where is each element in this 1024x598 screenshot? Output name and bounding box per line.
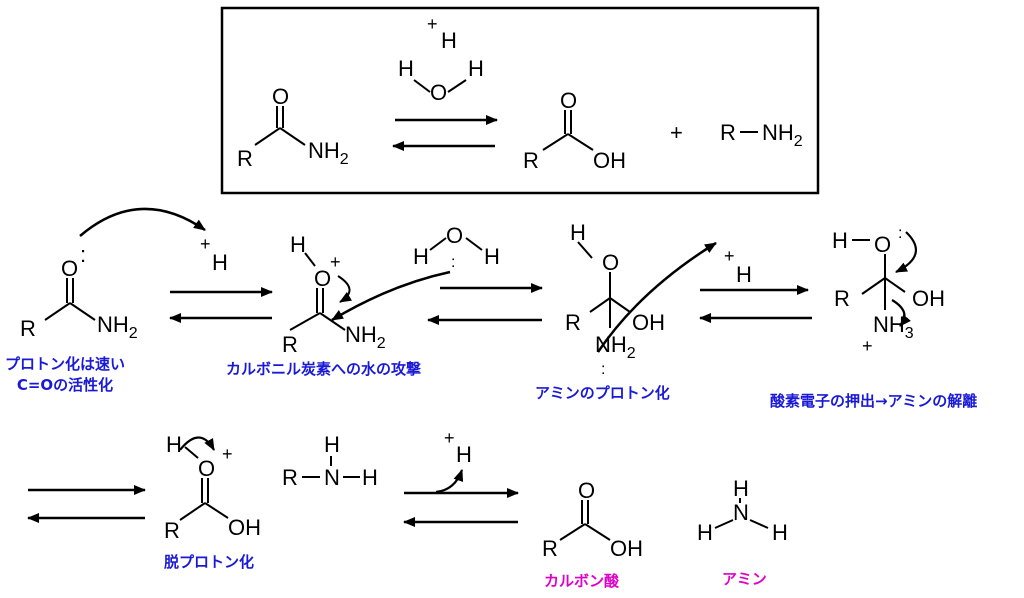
water-o: O bbox=[430, 80, 447, 105]
m1-lone-pair: : bbox=[80, 242, 86, 267]
acid-oh: OH bbox=[593, 148, 626, 173]
m5-deprotonation-arrow bbox=[179, 436, 215, 451]
m3-proton-h: H bbox=[736, 262, 752, 287]
m1-proton-plus: + bbox=[200, 234, 211, 254]
m2-nh2: NH2 bbox=[345, 322, 386, 352]
m3-proton-plus: + bbox=[724, 246, 735, 266]
m4-push-arrow bbox=[895, 231, 917, 273]
reagent-proton-plus: + bbox=[427, 14, 438, 34]
m5-h: H bbox=[166, 432, 182, 457]
m5-amine-n: N bbox=[324, 465, 340, 490]
m5-amine-h-top: H bbox=[324, 432, 340, 457]
m5-amine-h-right: H bbox=[362, 465, 378, 490]
m7-h-left: H bbox=[697, 520, 713, 545]
m4-plus: + bbox=[862, 336, 873, 356]
amide-o: O bbox=[272, 84, 289, 109]
m1-curved-arrow bbox=[79, 207, 206, 237]
amine-nh2: NH2 bbox=[762, 120, 803, 150]
m2-r: R bbox=[282, 332, 298, 357]
m6-proton-plus: + bbox=[444, 428, 455, 448]
m5-o: O bbox=[198, 456, 215, 481]
label-protonation: プロトン化は速い C=Oの活性化 bbox=[4, 355, 125, 394]
m6-o: O bbox=[578, 478, 595, 503]
m1-r: R bbox=[20, 316, 36, 341]
m4-nh3: NH3 bbox=[873, 312, 914, 342]
water-h-left: H bbox=[398, 56, 414, 81]
eq-arrows-5 bbox=[403, 488, 519, 527]
m4-lone-pair: : bbox=[898, 225, 902, 242]
label-elimination: 酸素電子の押出→アミンの解離 bbox=[770, 392, 978, 410]
m5-amine-r: R bbox=[282, 465, 298, 490]
water-h1: H bbox=[413, 244, 429, 269]
m6-proton-h: H bbox=[456, 442, 472, 467]
amide-r: R bbox=[237, 146, 253, 171]
m3-lone-pair: : bbox=[601, 361, 605, 378]
water-lone-pair: : bbox=[451, 254, 455, 271]
m3-oh: OH bbox=[632, 310, 665, 335]
eq-arrows-2 bbox=[427, 283, 543, 325]
eq-arrows-1 bbox=[169, 287, 273, 323]
water-o-attack: O bbox=[446, 223, 463, 248]
m7-h-right: H bbox=[772, 520, 788, 545]
eq-arrows-4 bbox=[27, 485, 146, 523]
amide-nh2: NH2 bbox=[308, 138, 349, 168]
m2-o-plus: + bbox=[330, 252, 341, 272]
label-water-attack: カルボニル炭素への水の攻撃 bbox=[226, 360, 422, 378]
overview-equilibrium-arrows bbox=[392, 115, 498, 151]
m3-o: O bbox=[602, 250, 619, 275]
label-deprotonation: 脱プロトン化 bbox=[164, 553, 255, 571]
eq-arrows-3 bbox=[699, 285, 812, 323]
m3-r: R bbox=[565, 310, 581, 335]
m1-nh2: NH2 bbox=[97, 312, 138, 342]
amide-reactant bbox=[254, 106, 306, 146]
m3-amine-proton-arrow bbox=[596, 241, 717, 353]
amine-r: R bbox=[720, 120, 736, 145]
acid-r: R bbox=[523, 148, 539, 173]
m7-n: N bbox=[733, 500, 749, 525]
m6-proton-arrow bbox=[435, 469, 464, 494]
m5-r: R bbox=[164, 518, 180, 543]
m4-r: R bbox=[834, 286, 850, 311]
m3-h: H bbox=[570, 220, 586, 245]
m6-oh: OH bbox=[610, 536, 643, 561]
m5-plus: + bbox=[222, 444, 233, 464]
m4-cleave-arrow bbox=[891, 299, 911, 327]
water-h2: H bbox=[484, 244, 500, 269]
label-amine: アミン bbox=[722, 570, 767, 588]
m2-o: O bbox=[314, 266, 331, 291]
m4-h: H bbox=[832, 228, 848, 253]
m6-r: R bbox=[542, 536, 558, 561]
acid-product bbox=[542, 110, 594, 151]
m2-h: H bbox=[290, 232, 306, 257]
m7-h-top: H bbox=[733, 476, 749, 501]
reagent-proton-h: H bbox=[441, 28, 457, 53]
overview-box bbox=[220, 6, 820, 195]
overview-plus: + bbox=[670, 120, 683, 145]
water-attack-arrow bbox=[331, 270, 451, 322]
m2-pi-arrow bbox=[337, 275, 353, 303]
m4-o: O bbox=[874, 232, 891, 257]
acid-o: O bbox=[560, 88, 577, 113]
m4-oh: OH bbox=[912, 286, 945, 311]
label-carboxylic-acid: カルボン酸 bbox=[544, 572, 620, 590]
water-h-right: H bbox=[468, 56, 484, 81]
label-amine-protonation: アミンのプロトン化 bbox=[535, 384, 670, 402]
m5-oh: OH bbox=[228, 515, 261, 540]
m1-o: O bbox=[61, 256, 78, 281]
m1-proton-h: H bbox=[212, 250, 228, 275]
